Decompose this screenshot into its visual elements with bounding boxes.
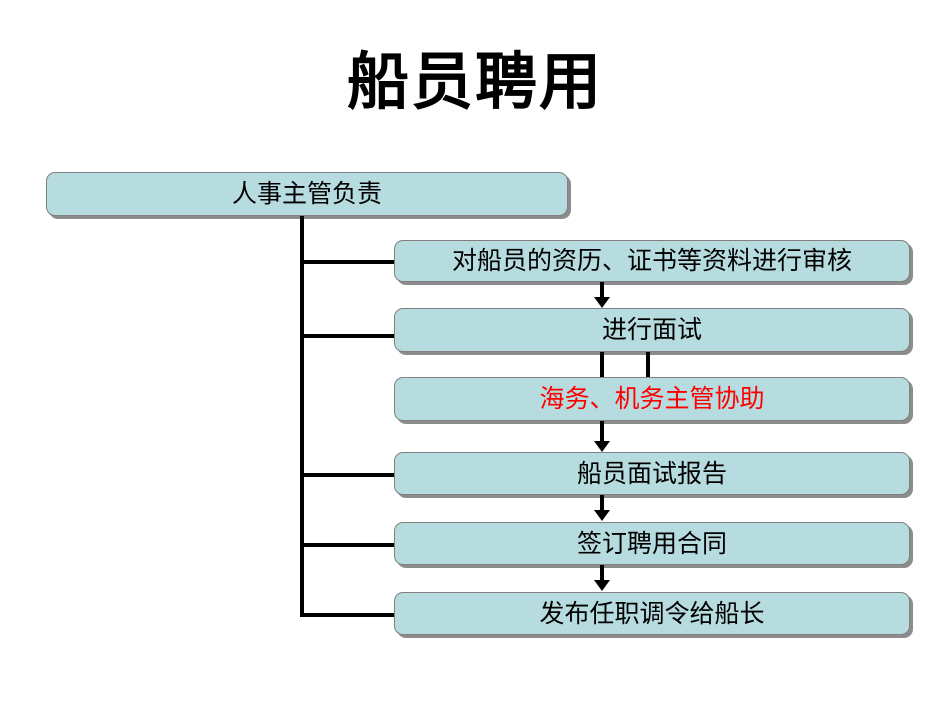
flow-node-step-3-label: 海务、机务主管协助 xyxy=(539,384,765,413)
flow-node-step-4[interactable]: 船员面试报告 xyxy=(394,452,910,495)
trunk-vertical-line xyxy=(300,216,304,617)
arrow-head-step5-step6 xyxy=(594,580,610,591)
branch-line-4 xyxy=(300,543,396,547)
arrow-head-step4-step5 xyxy=(594,510,610,521)
arrow-line-step5-step6 xyxy=(600,565,604,582)
flow-node-step-6-label: 发布任职调令给船长 xyxy=(539,598,765,628)
flow-node-step-1-label: 对船员的资历、证书等资料进行审核 xyxy=(451,246,852,275)
flow-node-root-label: 人事主管负责 xyxy=(231,179,382,208)
arrow-line-step4-step5 xyxy=(600,495,604,512)
stub-line-step2-highlight xyxy=(646,352,650,377)
flow-node-step-2[interactable]: 进行面试 xyxy=(394,308,910,352)
page-title: 船员聘用 xyxy=(346,45,603,118)
flow-node-step-5-label: 签订聘用合同 xyxy=(576,528,727,558)
branch-line-1 xyxy=(300,260,396,264)
flow-node-step-4-label: 船员面试报告 xyxy=(576,458,727,488)
arrow-line-step1-step2 xyxy=(600,282,604,301)
arrow-head-step1-step2 xyxy=(594,297,610,308)
flow-node-step-3-highlight[interactable]: 海务、机务主管协助 xyxy=(394,377,910,421)
branch-line-3 xyxy=(300,473,396,477)
arrow-head-step2-step4 xyxy=(594,441,610,452)
flow-node-root[interactable]: 人事主管负责 xyxy=(46,172,568,216)
branch-line-5 xyxy=(300,613,396,617)
branch-line-2 xyxy=(300,334,396,338)
flow-node-step-5[interactable]: 签订聘用合同 xyxy=(394,522,910,565)
flow-node-step-2-label: 进行面试 xyxy=(601,315,702,344)
flow-node-step-1[interactable]: 对船员的资历、证书等资料进行审核 xyxy=(394,240,910,282)
flow-node-step-6[interactable]: 发布任职调令给船长 xyxy=(394,592,910,635)
